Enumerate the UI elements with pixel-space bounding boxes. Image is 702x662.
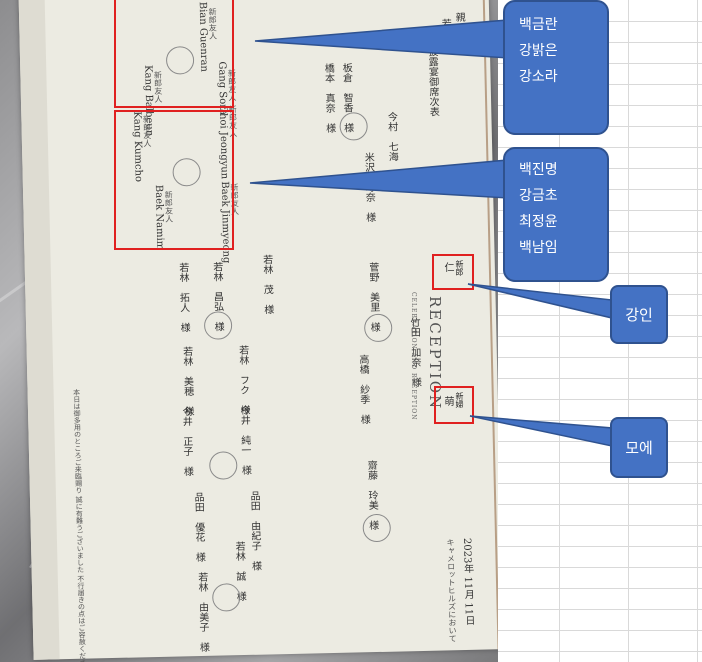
callout-pointer-4 — [469, 415, 613, 447]
groom-name: 仁 — [442, 262, 453, 272]
callout-pointer-3 — [467, 283, 613, 319]
callout-pointer-2 — [249, 159, 509, 199]
callout-line: 최정윤 — [519, 214, 558, 230]
groom-highlight-box: 新郎 仁 — [432, 254, 474, 290]
bride-role: 新婦 — [455, 392, 464, 408]
callout-line: 강소라 — [519, 69, 558, 85]
bride-highlight-box: 新婦 萌 — [434, 386, 474, 424]
callout-group2[interactable]: 백진명 강금초 최정윤 백남임 — [503, 147, 609, 282]
callout-group1[interactable]: 백금란 강밝은 강소라 — [503, 0, 609, 135]
reception-title: RECEPTION — [426, 296, 444, 411]
callout-line: 강금초 — [519, 188, 558, 204]
callout-line: 백금란 — [519, 17, 558, 33]
callout-pointer-1 — [254, 19, 509, 59]
callout-line: 백진명 — [519, 162, 558, 178]
callout-line: 강밝은 — [519, 43, 558, 59]
arc-text: CELEBRATION AND RECEPTION — [410, 292, 417, 421]
callout-line: 백남임 — [519, 240, 558, 256]
callout-groom-mother[interactable]: 모에 — [610, 417, 668, 478]
callout-label: 강인 — [625, 306, 653, 324]
groom-role: 新郎 — [455, 260, 464, 276]
card-photo: 親 家 若林 家 結婚披露宴御席次表 新郎友人 Bian Guenran 新郎友… — [0, 0, 498, 662]
table-group-highlight-2 — [114, 110, 234, 250]
bride-name: 萌 — [442, 396, 453, 406]
callout-label: 모에 — [625, 439, 653, 457]
table-group-highlight-1 — [114, 0, 234, 108]
callout-bride[interactable]: 강인 — [610, 285, 668, 344]
